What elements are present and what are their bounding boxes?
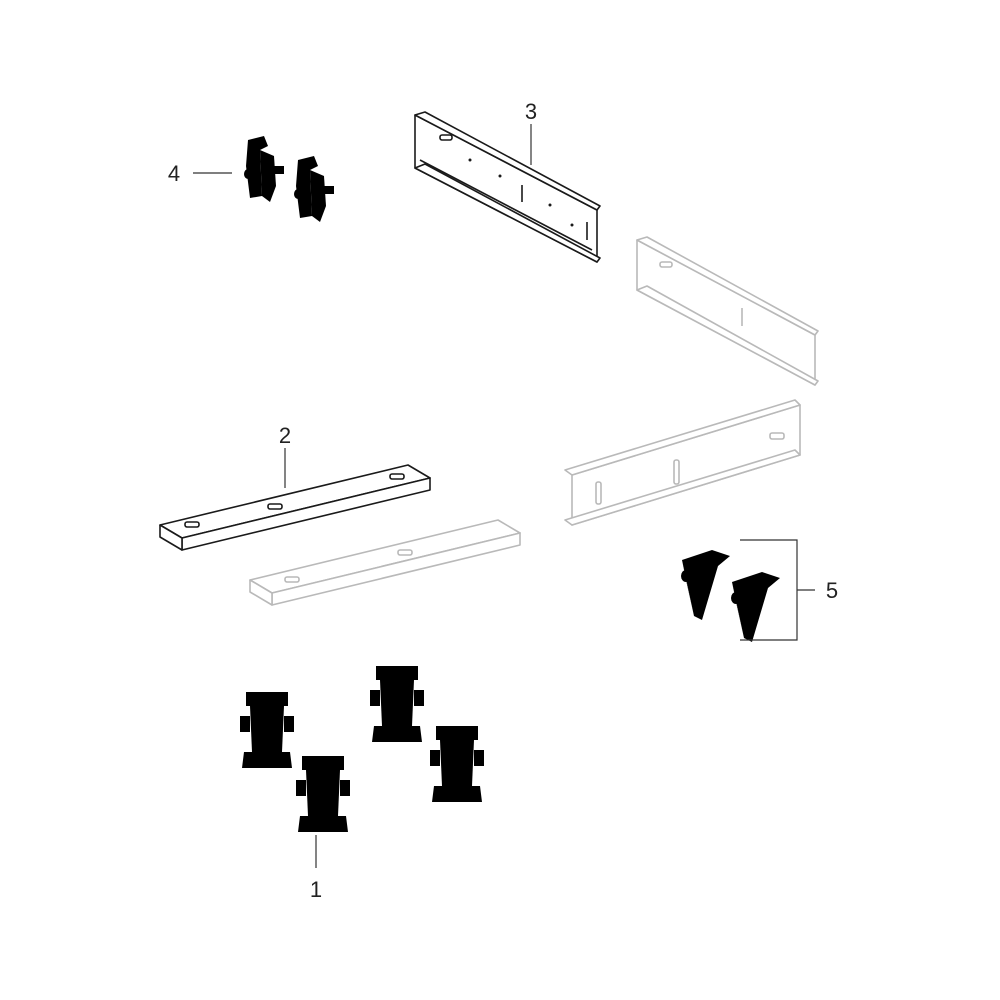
wall-rail-part-3 [414,111,601,263]
clip-part-4 [232,136,284,202]
callout-5: 5 [826,578,838,603]
callout-3: 3 [525,99,537,124]
clip-ghost [282,156,334,222]
wall-rail-ghost-large [564,399,801,526]
wall-rail-ghost [636,236,819,386]
foot-ghost [370,666,424,742]
floor-rail-part-2 [159,464,431,551]
floor-rail-ghost [249,519,521,606]
foot-ghost [430,726,484,802]
callout-4: 4 [168,161,180,186]
leader-bracket-5 [740,539,815,641]
callout-2: 2 [279,423,291,448]
callout-1: 1 [310,877,322,902]
foot-ghost [240,692,294,768]
bracket-part-5 [658,550,730,620]
foot-part-1 [296,756,350,832]
bracket-part-5-second [708,572,780,642]
